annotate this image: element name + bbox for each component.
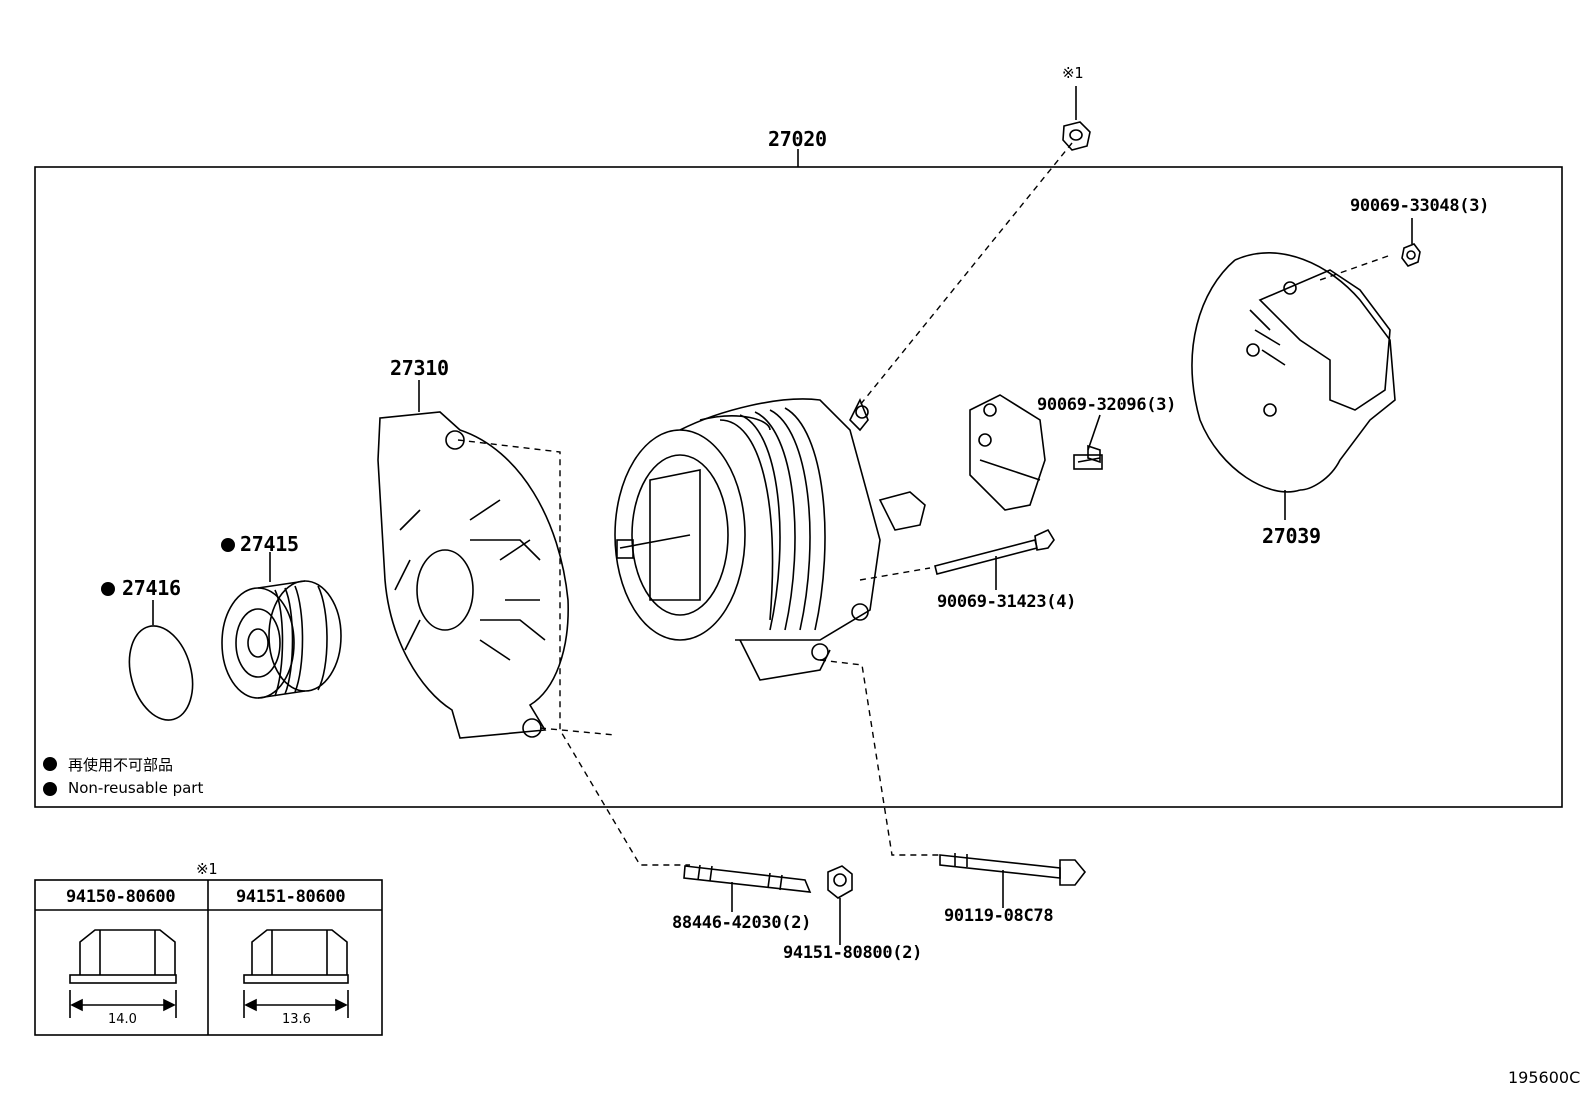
- part-90069-33048-label[interactable]: 90069-33048(3): [1350, 196, 1490, 216]
- nut-table-col2-part[interactable]: 94151-80600: [236, 887, 346, 907]
- legend-en: Non-reusable part: [68, 779, 204, 797]
- ref-mark-label: ※1: [1062, 64, 1083, 82]
- nut-table-col2-dim: 13.6: [282, 1012, 311, 1027]
- nut-94151-80800-icon: [827, 865, 853, 899]
- nut-table-ref-mark: ※1: [196, 860, 217, 878]
- diagram-code: 195600C: [1508, 1068, 1581, 1087]
- cap-27416-icon: [128, 625, 194, 721]
- frame-27310-icon: [377, 411, 569, 739]
- bracket-icon: [969, 394, 1046, 511]
- nut-ref-1-icon: [1062, 121, 1091, 151]
- part-88446-42030-label[interactable]: 88446-42030(2): [672, 913, 812, 933]
- nut-94150-80600-icon: [69, 929, 177, 1018]
- alternator-body-icon: [614, 398, 926, 681]
- part-90069-32096-label[interactable]: 90069-32096(3): [1037, 395, 1177, 415]
- pulley-27415-icon: [221, 580, 342, 699]
- part-27020-label[interactable]: 27020: [768, 127, 827, 151]
- nut-90069-33048-icon: [1401, 243, 1421, 267]
- nut-table-col1-part[interactable]: 94150-80600: [66, 887, 176, 907]
- part-27039-label[interactable]: 27039: [1262, 524, 1321, 548]
- bolt-90119-08C78-icon: [939, 853, 1087, 886]
- stud-88446-42030-icon: [683, 864, 812, 893]
- bolt-90069-32096-icon: [1073, 444, 1103, 470]
- bolt-90069-31423-icon: [934, 528, 1055, 575]
- part-27416-label[interactable]: 27416: [122, 576, 181, 600]
- nut-table-col1-dim: 14.0: [108, 1012, 137, 1027]
- part-27310-label[interactable]: 27310: [390, 356, 449, 380]
- part-90069-31423-label[interactable]: 90069-31423(4): [937, 592, 1077, 612]
- legend-jp: 再使用不可部品: [68, 756, 174, 774]
- part-90119-08C78-label[interactable]: 90119-08C78: [944, 906, 1054, 926]
- part-27415-label[interactable]: 27415: [240, 532, 299, 556]
- rear-cover-27039-icon: [1191, 252, 1396, 493]
- part-94151-80800-label[interactable]: 94151-80800(2): [783, 943, 923, 963]
- nut-94151-80600-icon: [243, 929, 349, 1018]
- assembly-frame: [34, 166, 1563, 808]
